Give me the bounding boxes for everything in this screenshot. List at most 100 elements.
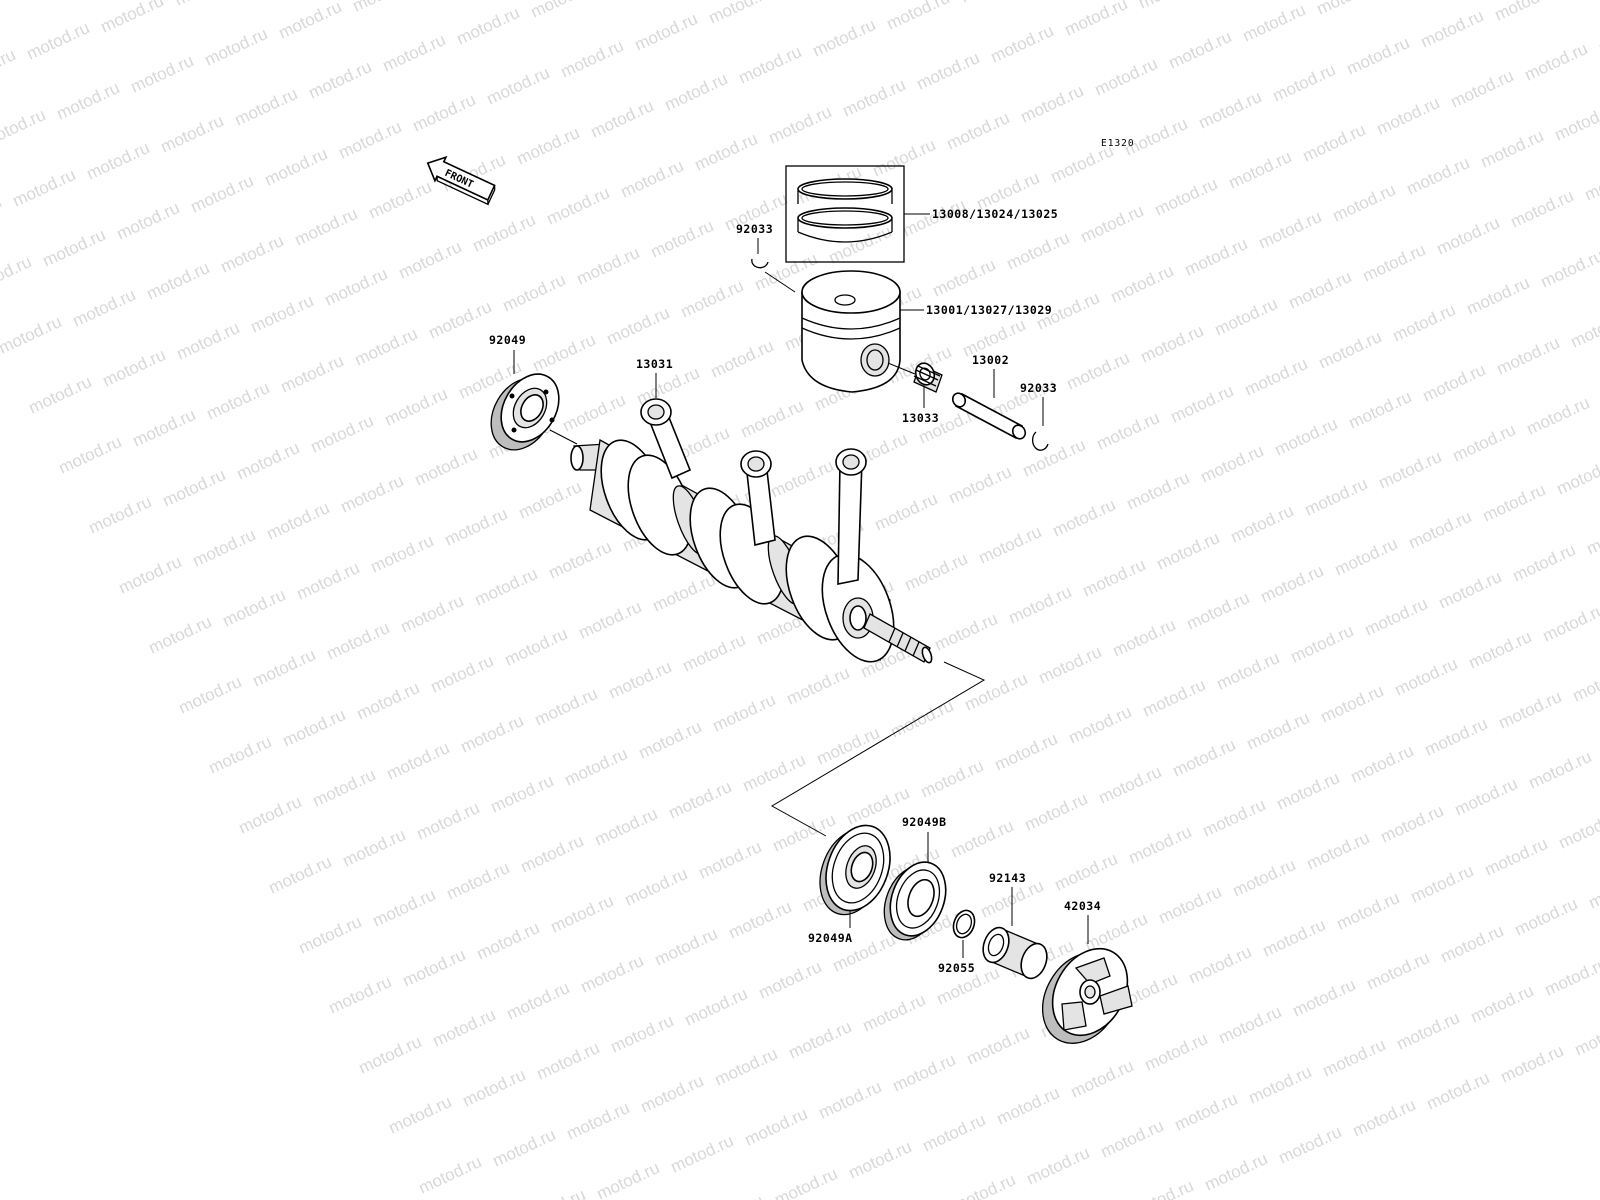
watermark-text: motod.ru — [1004, 228, 1073, 274]
watermark-text: motod.ru — [932, 609, 1001, 655]
watermark-text: motod.ru — [264, 498, 333, 544]
watermark-text: motod.ru — [1522, 39, 1591, 85]
watermark-text: motod.ru — [1552, 99, 1600, 145]
watermark-text: motod.ru — [1406, 507, 1475, 553]
watermark-text: motod.ru — [84, 138, 153, 184]
watermark-text: motod.ru — [1374, 93, 1443, 139]
watermark-text: motod.ru — [1436, 567, 1505, 613]
watermark-text: motod.ru — [1202, 1149, 1271, 1195]
watermark-text: motod.ru — [564, 1098, 633, 1144]
watermark-text: motod.ru — [382, 384, 451, 430]
watermark-text: motod.ru — [534, 1038, 603, 1084]
watermark-text: motod.ru — [1154, 528, 1223, 574]
watermark-text: motod.ru — [696, 837, 765, 883]
watermark-text: motod.ru — [158, 111, 227, 157]
crankshaft — [570, 398, 933, 664]
watermark-text: motod.ru — [562, 744, 631, 790]
watermark-text: motod.ru — [772, 1164, 841, 1200]
label-circlip-top: 92033 — [736, 222, 773, 236]
watermark-text: motod.ru — [1258, 561, 1327, 607]
watermark-text: motod.ru — [1302, 474, 1371, 520]
watermark-text: motod.ru — [160, 465, 229, 511]
watermark-text: motod.ru — [220, 585, 289, 631]
watermark-text: motod.ru — [130, 405, 199, 451]
watermark-text: motod.ru — [1082, 909, 1151, 955]
watermark-text: motod.ru — [116, 552, 185, 598]
watermark-text: motod.ru — [114, 198, 183, 244]
watermark-text: motod.ru — [1496, 687, 1565, 733]
watermark-text: motod.ru — [652, 924, 721, 970]
watermark-text: motod.ru — [636, 717, 705, 763]
watermark-text: motod.ru — [1128, 1176, 1197, 1200]
watermark-text: motod.ru — [604, 303, 673, 349]
watermark-text: motod.ru — [1096, 762, 1165, 808]
watermark-text: motod.ru — [292, 204, 361, 250]
watermark-text: motod.ru — [1542, 954, 1600, 1000]
watermark-text: motod.ru — [1376, 447, 1445, 493]
watermark-text: motod.ru — [1062, 0, 1131, 40]
watermark-text: motod.ru — [726, 897, 795, 943]
watermark-text: motod.ru — [412, 444, 481, 490]
watermark-text: motod.ru — [1508, 186, 1577, 232]
label-bearing-b: 92049B — [902, 815, 947, 829]
watermark-text: motod.ru — [948, 816, 1017, 862]
watermark-text: motod.ru — [206, 732, 275, 778]
watermark-text: motod.ru — [902, 549, 971, 595]
watermark-text: motod.ru — [416, 1152, 485, 1198]
watermark-text: motod.ru — [24, 18, 93, 64]
watermark-text: motod.ru — [174, 318, 243, 364]
watermark-text: motod.ru — [1360, 240, 1429, 286]
watermark-text: motod.ru — [918, 756, 987, 802]
watermark-text: motod.ru — [1022, 789, 1091, 835]
label-connecting-rod: 13031 — [636, 357, 673, 371]
watermark-text: motod.ru — [1346, 387, 1415, 433]
watermark-text: motod.ru — [276, 0, 345, 43]
watermark-text: motod.ru — [594, 1158, 663, 1200]
watermark-text: motod.ru — [248, 291, 317, 337]
watermark-text: motod.ru — [860, 990, 929, 1036]
watermark-text: motod.ru — [706, 0, 775, 28]
watermark-text: motod.ru — [326, 972, 395, 1018]
watermark-text: motod.ru — [1068, 1056, 1137, 1102]
watermark-text: motod.ru — [188, 171, 257, 217]
watermark-text: motod.ru — [1510, 540, 1579, 586]
watermark-text: motod.ru — [606, 657, 675, 703]
watermark-text: motod.ru — [1452, 774, 1521, 820]
watermark-text: motod.ru — [546, 537, 615, 583]
watermark-text: motod.ru — [736, 42, 805, 88]
watermark-text: motod.ru — [964, 1023, 1033, 1069]
watermark-text: motod.ru — [204, 378, 273, 424]
watermark-text: motod.ru — [1316, 327, 1385, 373]
watermark-text: motod.ru — [1538, 246, 1600, 292]
watermark-text: motod.ru — [426, 297, 495, 343]
oil-seal-left — [490, 373, 560, 451]
watermark-text: motod.ru — [1424, 1068, 1493, 1114]
watermark-text: motod.ru — [1198, 441, 1267, 487]
watermark-text: motod.ru — [976, 522, 1045, 568]
watermark-text: motod.ru — [1348, 741, 1417, 787]
watermark-text: motod.ru — [278, 351, 347, 397]
watermark-text: motod.ru — [1066, 702, 1135, 748]
watermark-text: motod.ru — [1420, 360, 1489, 406]
watermark-text: motod.ru — [1418, 6, 1487, 52]
watermark-text: motod.ru — [1394, 1008, 1463, 1054]
watermark-text: motod.ru — [1478, 126, 1547, 172]
watermark-text: motod.ru — [128, 51, 197, 97]
watermark-text: motod.ru — [1404, 153, 1473, 199]
watermark-text: motod.ru — [1126, 822, 1195, 868]
watermark-text: motod.ru — [356, 1032, 425, 1078]
watermark-text: motod.ru — [430, 1005, 499, 1051]
watermark-text: motod.ru — [1124, 468, 1193, 514]
watermark-text: motod.ru — [784, 663, 853, 709]
watermark-text: motod.ru — [1512, 894, 1581, 940]
watermark-text: motod.ru — [668, 1131, 737, 1177]
watermark-text: motod.ru — [1286, 267, 1355, 313]
watermark-text: motod.ru — [484, 63, 553, 109]
watermark-text: motod.ru — [740, 750, 809, 796]
coupling — [1042, 947, 1133, 1044]
bearing-a — [819, 824, 891, 916]
watermark-text: motod.ru — [322, 264, 391, 310]
watermark-text: motod.ru — [1064, 348, 1133, 394]
watermark-text: motod.ru — [1242, 354, 1311, 400]
watermark-text: motod.ru — [1392, 654, 1461, 700]
